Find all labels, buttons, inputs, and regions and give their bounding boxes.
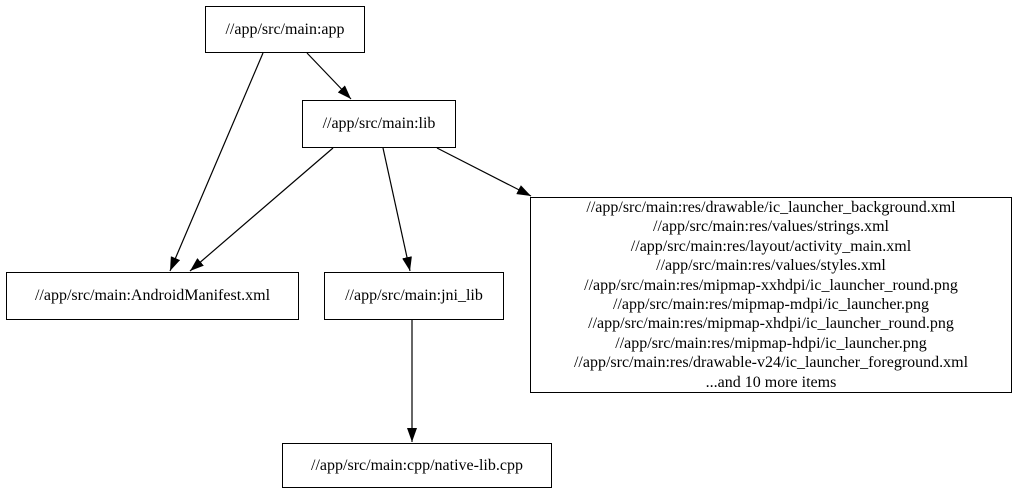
res-group-line: //app/src/main:res/values/styles.xml (656, 257, 886, 275)
node-jni-lib: //app/src/main:jni_lib (324, 272, 504, 320)
edge-lib-to-res-group (436, 147, 532, 197)
node-android-manifest-label: //app/src/main:AndroidManifest.xml (34, 287, 271, 304)
res-group-line: //app/src/main:res/drawable-v24/ic_launc… (573, 354, 969, 372)
res-group-line: //app/src/main:res/mipmap-xxhdpi/ic_laun… (584, 276, 958, 294)
node-app: //app/src/main:app (205, 6, 365, 53)
edge-app-to-android-manifest (169, 52, 264, 272)
edge-app-to-lib (306, 52, 352, 100)
node-lib: //app/src/main:lib (302, 100, 456, 148)
res-group-more-items: ...and 10 more items (705, 373, 837, 391)
node-native-cpp-label: //app/src/main:cpp/native-lib.cpp (311, 456, 523, 474)
res-group-line: //app/src/main:res/layout/activity_main.… (630, 237, 912, 255)
edge-lib-to-jni-lib (382, 147, 412, 272)
res-group-line: //app/src/main:res/mipmap-mdpi/ic_launch… (613, 296, 929, 313)
res-group-line: //app/src/main:res/mipmap-hdpi/ic_launch… (615, 334, 927, 352)
node-res-group: //app/src/main:res/drawable/ic_launcher_… (530, 197, 1012, 393)
res-group-line: //app/src/main:res/values/strings.xml (653, 218, 889, 236)
node-jni-lib-label: //app/src/main:jni_lib (345, 287, 483, 304)
edge-lib-to-android-manifest (189, 147, 334, 272)
res-group-line: //app/src/main:res/drawable/ic_launcher_… (586, 198, 956, 216)
node-native-cpp: //app/src/main:cpp/native-lib.cpp (282, 443, 552, 488)
node-lib-label: //app/src/main:lib (322, 115, 436, 132)
node-app-label: //app/src/main:app (225, 20, 345, 38)
res-group-line: //app/src/main:res/mipmap-xhdpi/ic_launc… (588, 315, 954, 333)
node-android-manifest: //app/src/main:AndroidManifest.xml (6, 272, 299, 320)
